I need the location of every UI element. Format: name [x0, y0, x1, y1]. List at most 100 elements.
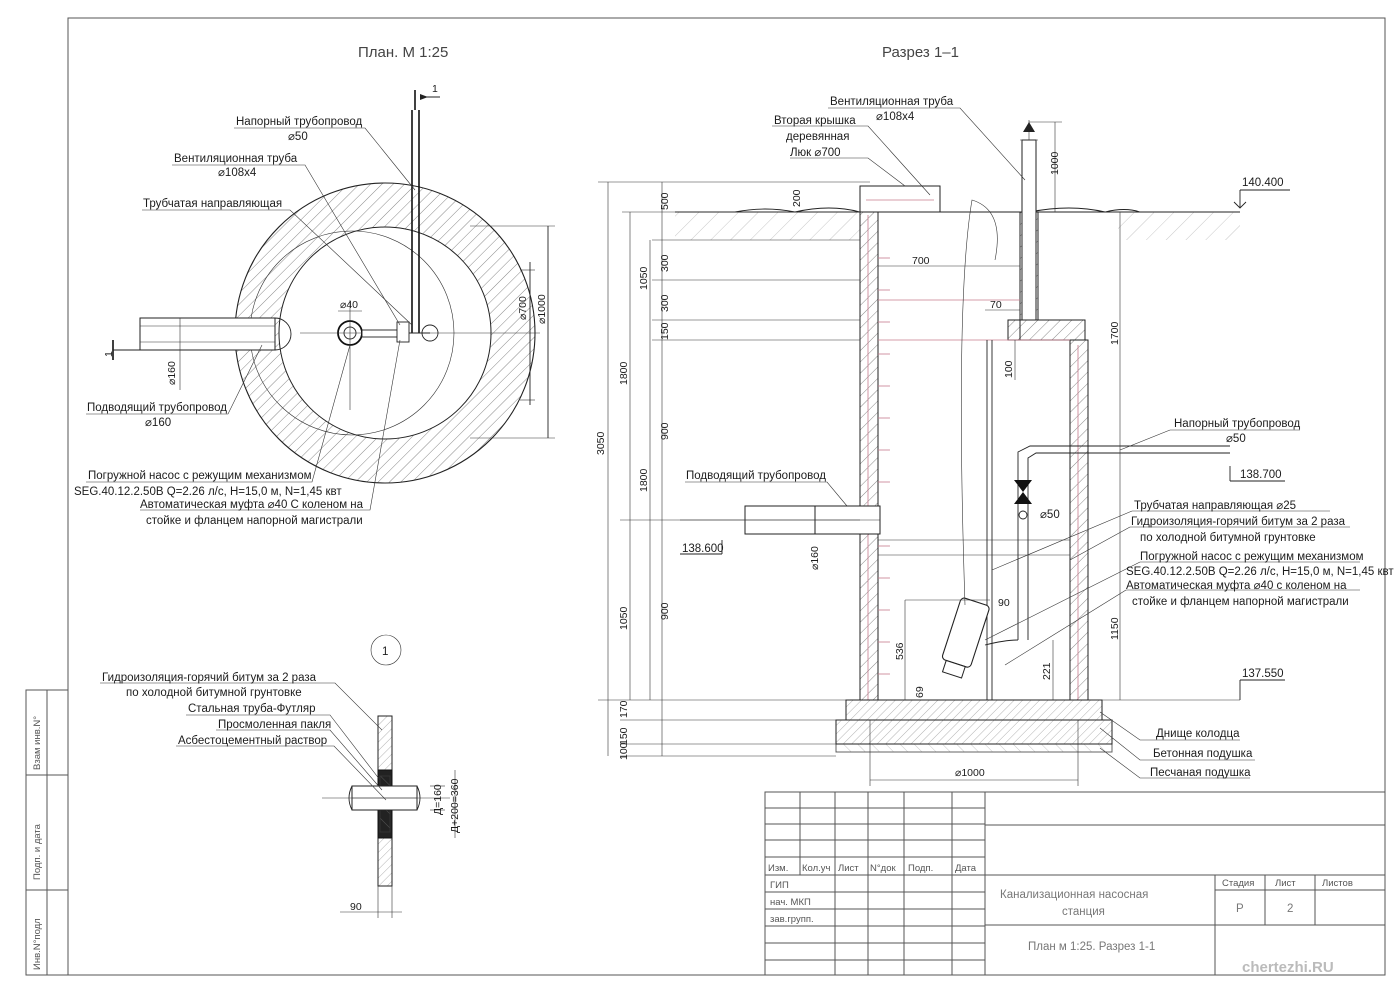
plan-section-mark-left: 1 [103, 351, 115, 357]
sec-dim-900a: 900 [659, 422, 671, 440]
title-block: Изм. Кол.уч Лист N°док Подп. Дата ГИП на… [764, 791, 1386, 976]
plan-view: План. М 1:25 1 1 [74, 44, 555, 527]
sec-pressure-label: Напорный трубопровод [1174, 418, 1300, 430]
stamp-col-3: Лист [838, 863, 859, 874]
elev-pressure: 138.700 [1240, 469, 1282, 481]
plan-inlet-d: ⌀160 [145, 417, 171, 429]
sec-pump-l2: SEG.40.12.2.50B Q=2.26 л/с, H=15,0 м, N=… [1126, 566, 1394, 578]
plan-section-mark-top: 1 [432, 83, 438, 95]
sec-dim-70: 70 [990, 299, 1002, 311]
sec-dim-1000v: 1000 [1049, 151, 1061, 175]
plan-pressure-pipe-label: Напорный трубопровод [236, 116, 362, 128]
stamp-project-1: Канализационная насосная [1000, 889, 1148, 901]
pump-shape [941, 597, 990, 679]
node-oakum: Просмоленная пакля [218, 719, 331, 731]
sec-bottom: Днище колодца [1156, 728, 1240, 740]
node-detail: 1 Д=160 Д+200=360 90 Гидроизоляция-горяч… [100, 634, 461, 918]
elev-bottom: 137.550 [1242, 668, 1284, 680]
side-stamp-3: Инв.N°подл [32, 918, 43, 970]
node-dim-90: 90 [350, 901, 362, 913]
sec-cover-2: деревянная [786, 131, 849, 143]
side-stamp: Взам инв.N° Подп. и дата Инв.N°подл [25, 689, 69, 976]
plan-inlet-label: Подводящий трубопровод [87, 402, 227, 414]
stamp-col-4: N°док [870, 863, 896, 874]
node-asbestos: Асбестоцементный раствор [178, 735, 327, 747]
stamp-sheet: 2 [1287, 903, 1293, 915]
watermark: chertezhi.RU [1242, 959, 1334, 976]
elev-ground: 140.400 [1242, 177, 1284, 189]
stamp-col-1: Изм. [768, 863, 788, 874]
sec-waterproof-2: по холодной битумной грунтовке [1140, 532, 1316, 544]
side-stamp-2: Подп. и дата [32, 823, 43, 880]
sec-dim-1150: 1150 [1109, 617, 1121, 640]
sec-dim-100: 100 [618, 742, 630, 760]
stamp-sheet-label: Лист [1275, 878, 1296, 889]
sec-waterproof-1: Гидроизоляция-горячий битум за 2 раза [1131, 516, 1346, 528]
node-dim-1: Д=160 [432, 784, 444, 815]
sec-dim-3050: 3050 [595, 431, 607, 455]
plan-vent-pipe-d: ⌀108х4 [218, 167, 257, 179]
sec-dim-150b: 150 [618, 727, 630, 745]
plan-pressure-pipe-d: ⌀50 [288, 131, 308, 143]
sec-dim-1050a: 1050 [638, 266, 650, 290]
plan-vent-pipe-label: Вентиляционная труба [174, 153, 298, 165]
node-dim-2: Д+200=360 [449, 778, 461, 833]
plan-title: План. М 1:25 [358, 44, 448, 61]
plan-dim-700: ⌀700 [517, 296, 529, 320]
sec-hatch: Люк ⌀700 [790, 147, 841, 159]
sec-dim-1800a: 1800 [618, 361, 630, 385]
side-stamp-1: Взам инв.N° [32, 716, 43, 770]
stamp-col-6: Дата [955, 863, 977, 874]
sec-dim-1050b: 1050 [618, 606, 630, 630]
sec-pump-l1: Погружной насос с режущим механизмом [1140, 551, 1364, 563]
sec-dim-170: 170 [618, 700, 630, 718]
plan-dim-1000: ⌀1000 [536, 294, 548, 324]
sheet-frame [67, 17, 1386, 976]
sec-dim-1700: 1700 [1109, 321, 1121, 345]
sec-dim-150: 150 [659, 322, 671, 340]
sec-pressure-d: ⌀50 [1226, 433, 1246, 445]
sec-dim-500: 500 [659, 192, 671, 210]
plan-guide-label: Трубчатая направляющая [143, 198, 282, 210]
stamp-project-2: станция [1062, 906, 1105, 918]
sec-pump-l4: стойке и фланцем напорной магистрали [1132, 596, 1349, 608]
sec-dim-100b: 100 [1003, 360, 1015, 378]
sec-dim-69: 69 [914, 686, 926, 698]
plan-pump-l3: Автоматическая муфта ⌀40 С коленом на [140, 499, 364, 511]
sec-dim-160: ⌀160 [809, 546, 821, 570]
stamp-sheet-title: План м 1:25. Разрез 1-1 [1028, 941, 1155, 953]
stamp-stage-label: Стадия [1222, 878, 1254, 889]
node-steel-case: Стальная труба-Футляр [188, 703, 316, 715]
stamp-col-5: Подп. [908, 863, 933, 874]
sec-vent-label: Вентиляционная труба [830, 96, 954, 108]
sec-dim-300a: 300 [659, 254, 671, 272]
sec-vent-d: ⌀108х4 [876, 111, 915, 123]
plan-pump-l2: SEG.40.12.2.50B Q=2.26 л/с, H=15,0 м, N=… [74, 486, 342, 498]
sec-dim-221: 221 [1041, 662, 1053, 680]
elev-inlet: 138.600 [682, 543, 724, 555]
sec-d50: ⌀50 [1040, 509, 1060, 521]
node-waterproof-2: по холодной битумной грунтовке [126, 687, 302, 699]
sec-sand: Песчаная подушка [1150, 767, 1251, 779]
sec-concrete: Бетонная подушка [1153, 748, 1253, 760]
stamp-stage: Р [1236, 903, 1244, 915]
sec-pump-l3: Автоматическая муфта ⌀40 с коленом на [1126, 580, 1347, 592]
stamp-row-1: ГИП [770, 880, 789, 891]
stamp-sheets-label: Листов [1322, 878, 1353, 889]
stamp-col-2: Кол.уч [802, 863, 831, 874]
sec-dim-900b: 900 [659, 602, 671, 620]
section-title: Разрез 1–1 [882, 44, 959, 61]
node-mark: 1 [382, 646, 388, 658]
sec-dim-90: 90 [998, 597, 1010, 609]
stamp-row-3: зав.групп. [770, 914, 814, 925]
sec-dim-300b: 300 [659, 294, 671, 312]
node-waterproof-1: Гидроизоляция-горячий битум за 2 раза [102, 672, 317, 684]
sec-cover-1: Вторая крышка [774, 115, 856, 127]
sec-dim-d1000: ⌀1000 [955, 767, 985, 779]
plan-dim-40: ⌀40 [340, 299, 358, 311]
sec-inlet-label: Подводящий трубопровод [686, 470, 826, 482]
section-view: Разрез 1–1 [595, 44, 1394, 786]
plan-dim-160: ⌀160 [166, 361, 178, 385]
stamp-row-2: нач. МКП [770, 897, 811, 908]
